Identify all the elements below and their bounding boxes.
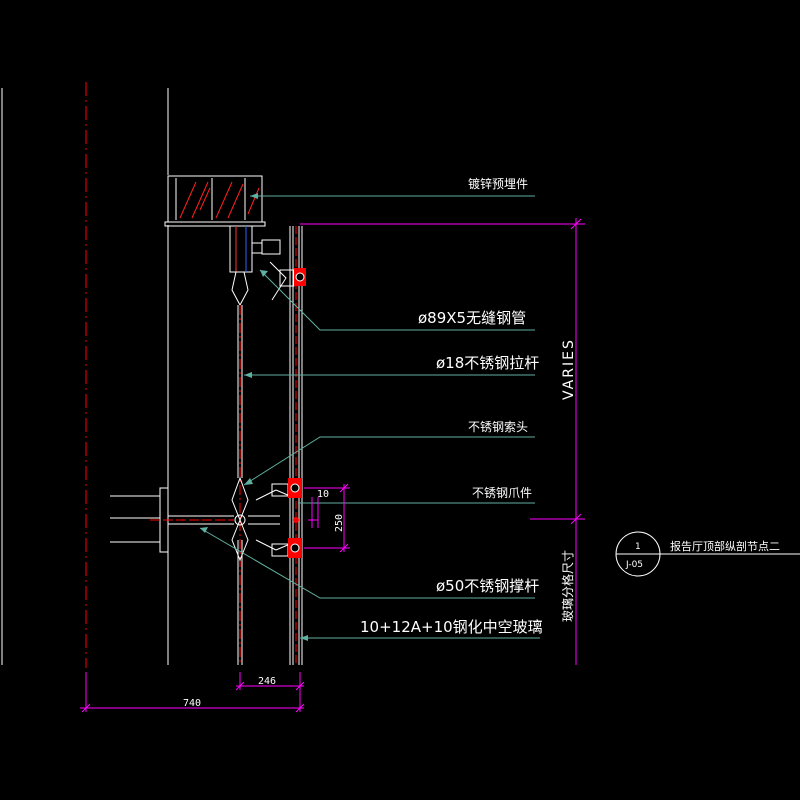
upper-spider-fitting	[269, 261, 306, 301]
horizontal-dimensions	[80, 672, 305, 713]
lower-spider-fittings	[271, 478, 302, 558]
label-spider: 不锈钢爪件	[472, 486, 532, 500]
detail-tag-number: 1	[635, 542, 641, 552]
side-bracket	[110, 487, 234, 553]
label-steel-pipe: ø89X5无缝钢管	[418, 309, 526, 327]
varies-label: VARIES	[561, 338, 577, 400]
label-tie-rod: ø18不锈钢拉杆	[436, 354, 539, 372]
dim-246: 246	[258, 676, 276, 687]
detail-tag-title: 报告厅顶部纵剖节点二	[670, 539, 780, 553]
pipe-bracket	[229, 225, 281, 307]
structure-lines	[1, 88, 169, 665]
detail-tag-sheet: J-05	[625, 560, 643, 570]
leader-lines	[199, 195, 540, 639]
glass-panel-size-label: 玻璃分格尺寸	[560, 550, 575, 622]
strut-joint	[231, 476, 291, 562]
glass-panel	[289, 226, 303, 665]
label-embed: 镀锌预埋件	[468, 177, 528, 191]
dim-250: 250	[334, 514, 345, 532]
varies-dimension	[300, 218, 585, 665]
label-strut: ø50不锈钢撑杆	[436, 577, 539, 595]
detail-tag	[615, 531, 800, 577]
dim-10: 10	[317, 489, 329, 500]
leader-arrows	[200, 193, 308, 641]
small-dimensions	[304, 483, 350, 553]
embedded-plate	[164, 175, 266, 227]
label-glass: 10+12A+10钢化中空玻璃	[360, 618, 543, 636]
dim-740: 740	[183, 698, 201, 709]
label-cable-head: 不锈钢索头	[468, 420, 528, 434]
tie-rod	[237, 305, 243, 665]
